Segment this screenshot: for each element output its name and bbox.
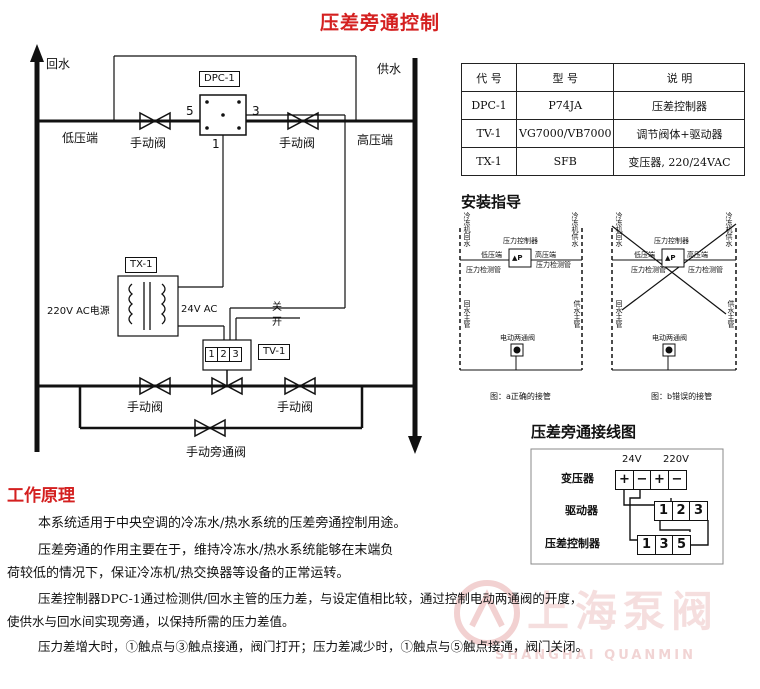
watermark-en: SHANGHAI QUANMIN bbox=[495, 648, 696, 663]
install-a-sensor-tube-2: 压力检测管 bbox=[536, 261, 571, 269]
install-a-two-way-valve: 电动两通阀 bbox=[500, 334, 535, 342]
install-caption-a: 图：a正确的接管 bbox=[490, 392, 551, 401]
return-arrow bbox=[30, 44, 44, 62]
return-water-label: 回水 bbox=[46, 57, 71, 71]
install-a-chiller-return: 冷冻机回水 bbox=[463, 212, 471, 247]
principle-line-5: 使供水与回水间实现旁通，以保持所需的压力差值。 bbox=[7, 614, 295, 629]
act-term-2: 2 bbox=[671, 501, 691, 521]
close-label: 关 bbox=[272, 302, 282, 313]
ac24-label: 24V AC bbox=[181, 304, 218, 315]
dpc-label: DPC-1 bbox=[199, 71, 240, 87]
install-b-chiller-return: 冷冻机回水 bbox=[615, 212, 623, 247]
transformer-device bbox=[117, 275, 179, 337]
principle-line-2: 压差旁通的作用主要在于，维持冷冻水/热水系统能够在末端负 bbox=[38, 543, 394, 558]
wiring-heading: 压差旁通接线图 bbox=[531, 423, 637, 441]
table-cell: 调节阀体+驱动器 bbox=[613, 119, 746, 148]
page-title: 压差旁通控制 bbox=[319, 12, 440, 34]
watermark-logo-icon bbox=[454, 580, 520, 646]
high-side-label: 高压端 bbox=[357, 133, 394, 147]
install-b-low-side: 低压端 bbox=[634, 251, 655, 259]
table-header-row: 代 号 型 号 说 明 bbox=[461, 63, 746, 92]
wiring-actuator-label: 驱动器 bbox=[565, 504, 598, 517]
table-cell: 压差控制器 bbox=[613, 91, 746, 120]
install-a-high-side: 高压端 bbox=[535, 251, 556, 259]
principle-heading: 工作原理 bbox=[7, 486, 75, 506]
tx-term-minus-1: − bbox=[632, 470, 652, 490]
manual-valve-label-2: 手动阀 bbox=[279, 136, 316, 150]
install-heading: 安装指导 bbox=[461, 193, 522, 211]
install-b-chiller-supply: 冷冻机供水 bbox=[725, 212, 733, 247]
principle-line-4: 压差控制器DPC-1通过检测供/回水主管的压力差，与设定值相比较，通过控制电动两… bbox=[38, 591, 583, 606]
manual-bypass-valve-label: 手动旁通阀 bbox=[186, 445, 247, 459]
wiring-24v: 24V bbox=[622, 454, 642, 465]
install-a-chiller-supply: 冷冻机供水 bbox=[571, 212, 579, 247]
tx-term-plus-1: + bbox=[615, 470, 634, 490]
wiring-220v: 220V bbox=[663, 454, 689, 465]
transformer-terminals: +−+− bbox=[615, 468, 687, 490]
install-a-pressure-controller: 压力控制器 bbox=[503, 237, 538, 245]
install-a-return-main: 回水主管 bbox=[463, 300, 471, 328]
ctrl-term-1: 1 bbox=[637, 535, 656, 555]
install-b-sensor-tube-2: 压力检测管 bbox=[688, 266, 723, 274]
tv-term-1: 1 bbox=[205, 347, 218, 362]
table-row: TX-1 SFB 变压器, 220/24VAC bbox=[461, 147, 746, 176]
wiring-controller-label: 压差控制器 bbox=[545, 537, 600, 550]
ac220-label: 220V AC电源 bbox=[47, 306, 110, 317]
install-b-pressure-controller: 压力控制器 bbox=[654, 237, 689, 245]
install-a-p-symbol: ▲P bbox=[512, 254, 523, 262]
low-side-label: 低压端 bbox=[62, 131, 99, 145]
tx-term-minus-2: − bbox=[667, 470, 687, 490]
table-header-code: 代 号 bbox=[461, 63, 517, 92]
manual-valve-label-4: 手动阀 bbox=[277, 400, 314, 414]
install-b-two-way-valve: 电动两通阀 bbox=[652, 334, 687, 342]
supply-water-label: 供水 bbox=[377, 62, 402, 76]
table-cell: TX-1 bbox=[461, 147, 517, 176]
ctrl-term-3: 3 bbox=[654, 535, 674, 555]
install-b-sensor-tube-1: 压力检测管 bbox=[631, 266, 666, 274]
manual-valve-label-1: 手动阀 bbox=[130, 136, 167, 150]
install-b-p-symbol: ▲P bbox=[665, 254, 676, 262]
table-cell: SFB bbox=[515, 147, 615, 176]
install-a-low-side: 低压端 bbox=[481, 251, 502, 259]
supply-arrow bbox=[408, 436, 422, 454]
install-b-high-side: 高压端 bbox=[687, 251, 708, 259]
dpc-port-3: 3 bbox=[252, 104, 260, 118]
manual-valve-label-3: 手动阀 bbox=[127, 400, 164, 414]
table-row: DPC-1 P74JA 压差控制器 bbox=[461, 91, 746, 120]
table-header-desc: 说 明 bbox=[613, 63, 746, 92]
ctrl-term-5: 5 bbox=[672, 535, 691, 555]
act-term-1: 1 bbox=[654, 501, 673, 521]
principle-line-6: 压力差增大时，①触点与③触点接通，阀门打开；压力差减少时，①触点与⑤触点接通，阀… bbox=[38, 639, 589, 654]
install-caption-b: 图：b错误的接管 bbox=[651, 392, 713, 401]
dpc-port-1: 1 bbox=[212, 137, 220, 151]
install-b-supply-main: 供水主管 bbox=[727, 300, 735, 328]
tv-term-3: 3 bbox=[229, 347, 242, 362]
install-a-supply-main: 供水主管 bbox=[573, 300, 581, 328]
install-b-return-main: 回水主管 bbox=[615, 300, 623, 328]
principle-line-3: 荷较低的情况下，保证冷冻机/热交换器等设备的正常运转。 bbox=[7, 566, 350, 581]
open-label: 开 bbox=[272, 317, 282, 328]
tv-label: TV-1 bbox=[258, 344, 291, 360]
spec-table: 代 号 型 号 说 明 DPC-1 P74JA 压差控制器 TV-1 VG700… bbox=[461, 63, 746, 176]
table-cell: VG7000/VB7000 bbox=[515, 119, 615, 148]
dpc-port-5: 5 bbox=[186, 104, 194, 118]
principle-line-1: 本系统适用于中央空调的冷冻水/热水系统的压差旁通控制用途。 bbox=[38, 516, 407, 531]
table-cell: P74JA bbox=[515, 91, 615, 120]
tx-label: TX-1 bbox=[125, 257, 158, 273]
install-a-sensor-tube-1: 压力检测管 bbox=[466, 266, 501, 274]
table-cell: DPC-1 bbox=[461, 91, 517, 120]
table-cell: 变压器, 220/24VAC bbox=[613, 147, 746, 176]
act-term-3: 3 bbox=[689, 501, 708, 521]
wiring-transformer-label: 变压器 bbox=[561, 472, 594, 485]
watermark-cn: 上海泵阀 bbox=[527, 587, 720, 636]
tx-term-plus-2: + bbox=[650, 470, 669, 490]
table-row: TV-1 VG7000/VB7000 调节阀体+驱动器 bbox=[461, 119, 746, 148]
